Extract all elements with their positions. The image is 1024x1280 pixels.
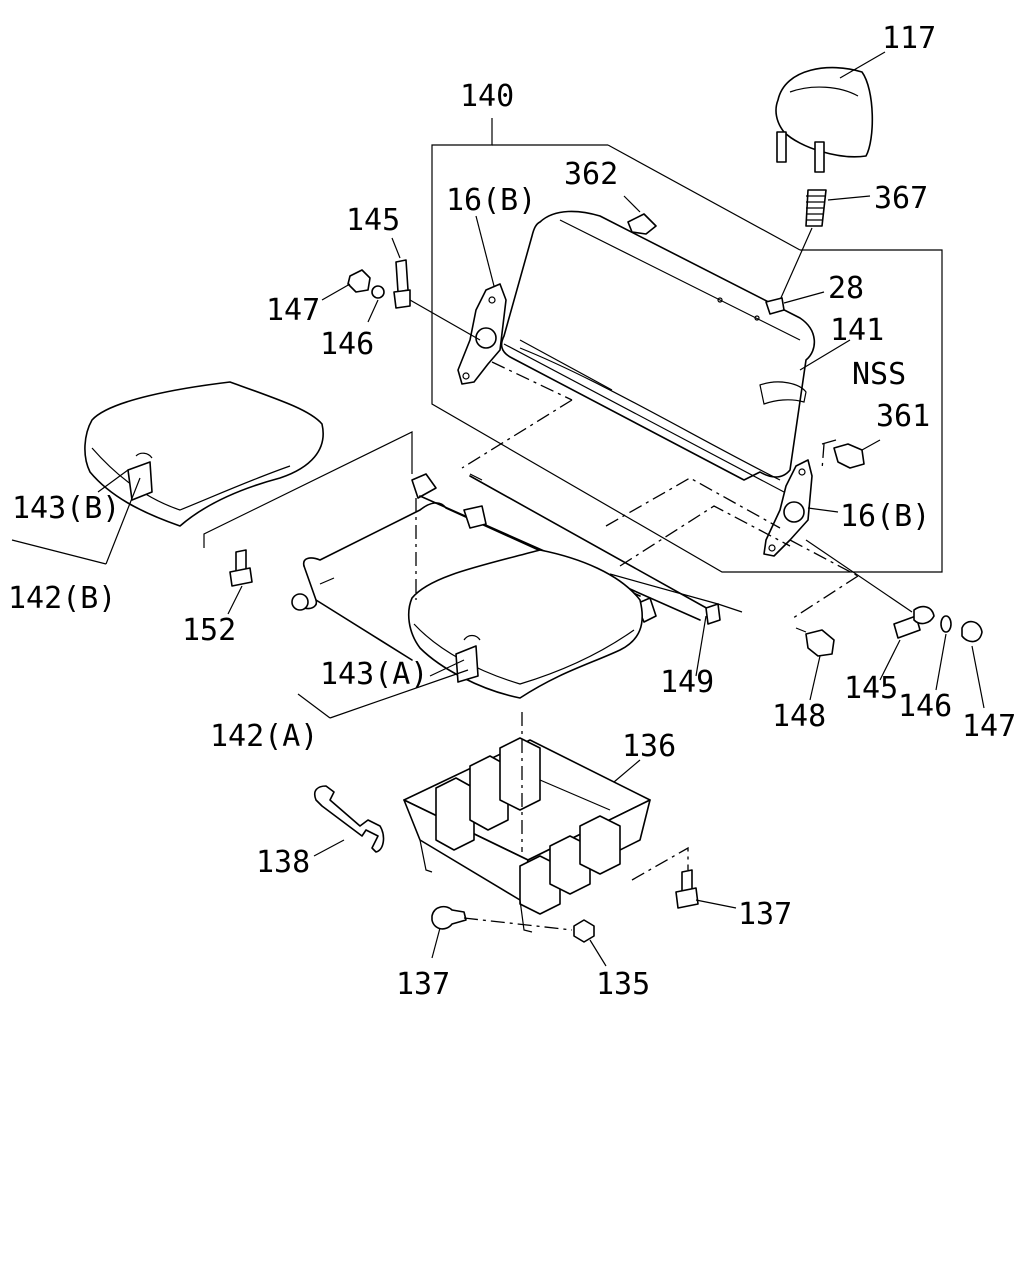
assembly-bracket-140 — [431, 118, 943, 573]
label-nss: NSS — [852, 357, 906, 392]
seat-base-136 — [403, 737, 651, 933]
label-147-right: 147 — [962, 709, 1016, 744]
bolt-137-bottom — [431, 905, 467, 959]
seat-cushion-142a — [297, 549, 643, 719]
label-146-top: 146 — [320, 327, 374, 362]
label-145-right: 145 — [844, 671, 898, 706]
hinge-bracket-right-16b — [763, 459, 839, 557]
label-140: 140 — [460, 79, 514, 114]
seat-back-141 — [500, 210, 851, 493]
label-152: 152 — [182, 613, 236, 648]
label-16b-top: 16(B) — [446, 183, 536, 218]
hinge-bracket-left-16b — [457, 215, 507, 385]
fasteners-right — [805, 539, 985, 709]
label-362: 362 — [564, 157, 618, 192]
handle-138 — [313, 785, 385, 857]
label-146-right: 146 — [898, 689, 952, 724]
label-143a: 143(A) — [320, 657, 428, 692]
label-148: 148 — [772, 699, 826, 734]
label-136: 136 — [622, 729, 676, 764]
headrest-guide-367 — [779, 189, 871, 301]
label-149: 149 — [660, 665, 714, 700]
seat-cushion-142b — [11, 381, 324, 565]
bolt-137-right — [675, 869, 737, 909]
bolt-148 — [795, 627, 835, 701]
bolt-152 — [227, 549, 253, 615]
label-367: 367 — [874, 181, 928, 216]
label-28: 28 — [828, 271, 864, 306]
label-117: 117 — [882, 21, 936, 56]
nut-135 — [573, 919, 607, 967]
bush-28 — [765, 291, 825, 315]
label-361: 361 — [876, 399, 930, 434]
label-16b-right: 16(B) — [840, 499, 930, 534]
clip-362 — [623, 195, 657, 235]
label-138: 138 — [256, 845, 310, 880]
label-147-top: 147 — [266, 293, 320, 328]
label-141: 141 — [830, 313, 884, 348]
fasteners-top-left — [321, 237, 481, 341]
headrest-117 — [775, 51, 886, 173]
label-135: 135 — [596, 967, 650, 1002]
label-143b: 143(B) — [12, 491, 120, 526]
callout-labels: 117 140 362 367 16(B) 145 28 147 146 141… — [8, 21, 1016, 1002]
label-142a: 142(A) — [210, 719, 318, 754]
label-137-right: 137 — [738, 897, 792, 932]
alignment-guides — [415, 361, 859, 931]
label-145-top: 145 — [346, 203, 400, 238]
label-142b: 142(B) — [8, 581, 116, 616]
label-137-bottom: 137 — [396, 967, 450, 1002]
bolt-361 — [821, 439, 881, 469]
